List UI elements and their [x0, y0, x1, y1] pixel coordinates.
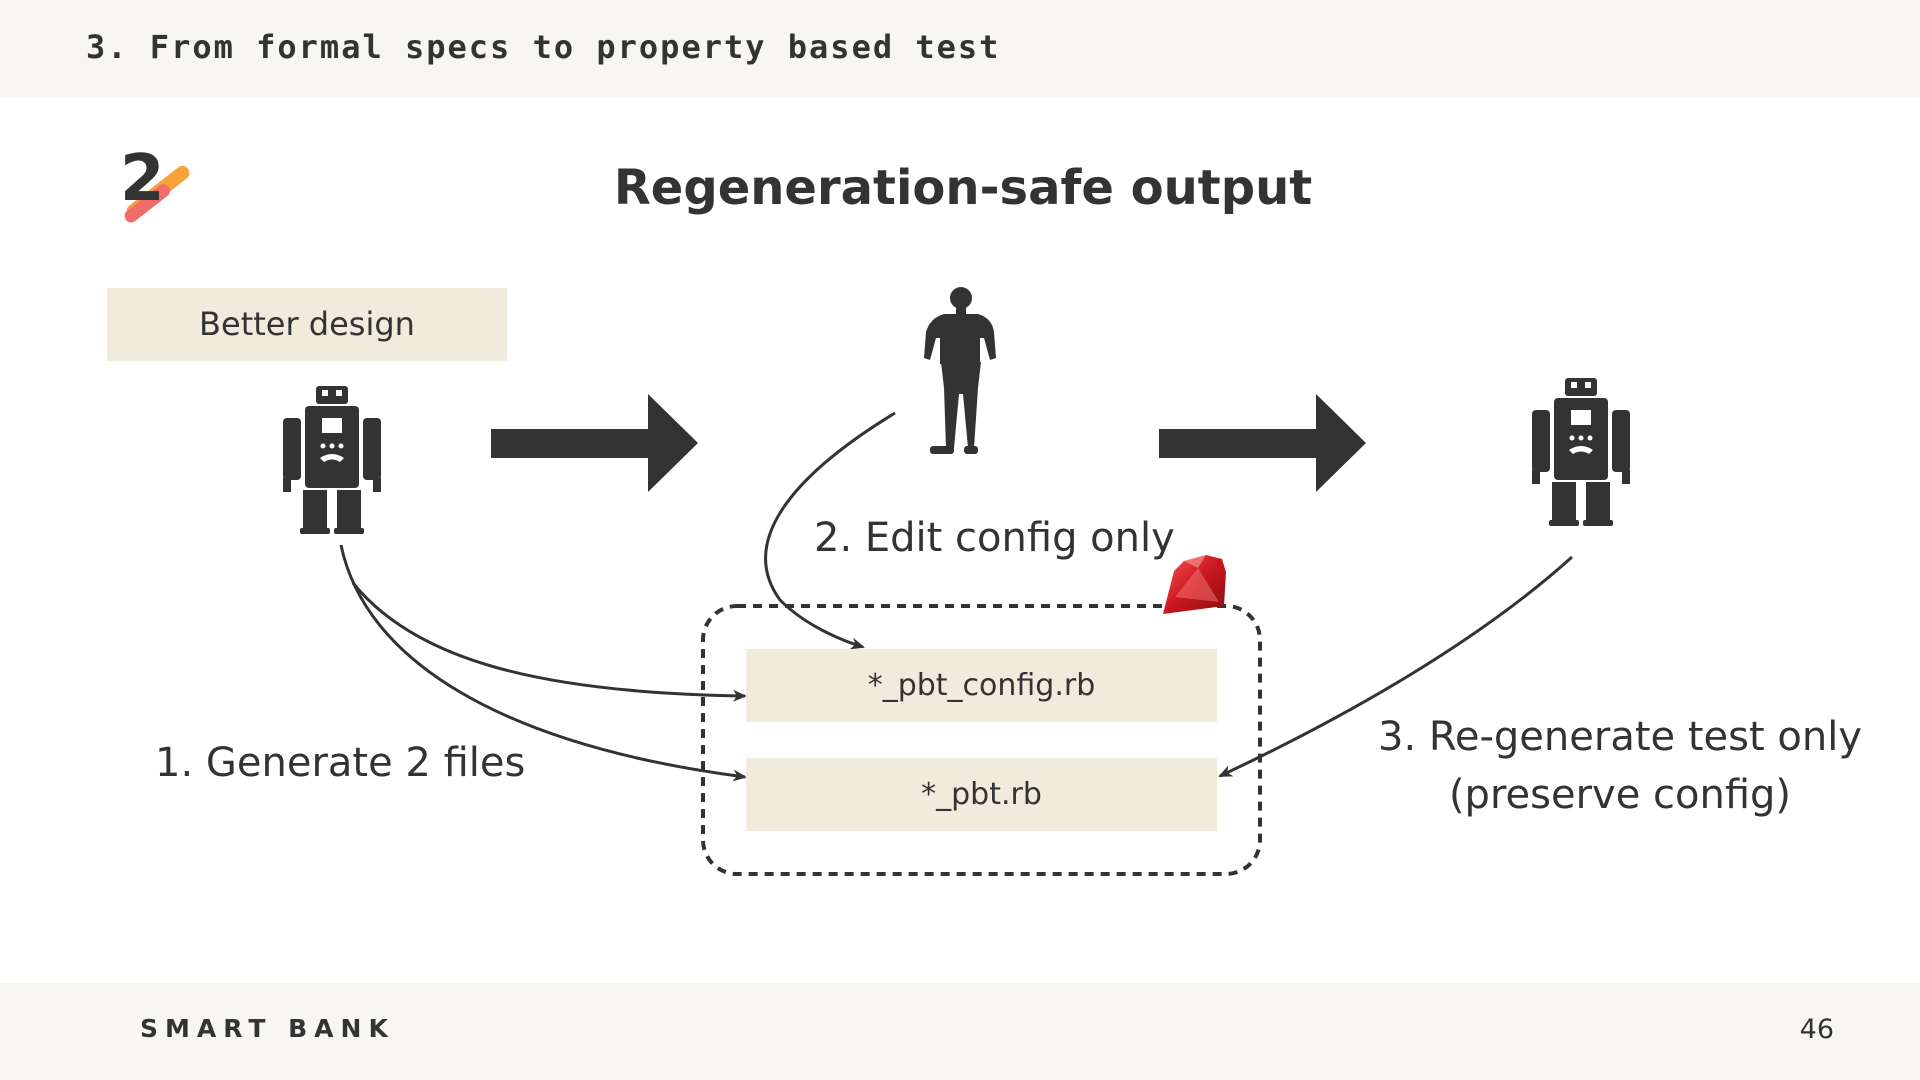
brand-name: SMART BANK: [140, 1014, 395, 1043]
arrow-right-icon-1: [491, 394, 698, 492]
step-badge-icon: 2: [120, 142, 190, 223]
edit-config-arrow: [764, 411, 896, 650]
section-title: 3. From formal specs to property based t…: [86, 28, 1001, 66]
step1-caption: 1. Generate 2 files: [155, 740, 526, 786]
regenerate-arrow: [1218, 555, 1574, 778]
slide-title: Regeneration-safe output: [613, 160, 1313, 216]
header-band: [0, 0, 1920, 98]
ruby-gem-icon: [1163, 555, 1226, 614]
arrow-right-icon-2: [1159, 394, 1366, 492]
person-silhouette-icon: [924, 287, 996, 454]
test-file-box: *_pbt.rb: [746, 758, 1217, 831]
better-design-label: Better design: [107, 288, 507, 361]
step3-caption: 3. Re-generate test only (preserve confi…: [1360, 708, 1880, 824]
robot-right-icon: [1532, 378, 1630, 526]
step-badge-number: 2: [120, 142, 165, 216]
files-dashed-container: [701, 604, 1262, 876]
robot-left-icon: [283, 386, 381, 534]
config-file-box: *_pbt_config.rb: [746, 649, 1217, 722]
step2-caption: 2. Edit config only: [814, 515, 1175, 561]
step3-line1: 3. Re-generate test only: [1378, 714, 1862, 760]
generate-arrow-test: [339, 544, 747, 782]
page-number: 46: [1799, 1014, 1834, 1045]
step3-line2: (preserve config): [1448, 772, 1792, 818]
footer-band: [0, 983, 1920, 1080]
generate-arrow-config: [351, 582, 747, 702]
